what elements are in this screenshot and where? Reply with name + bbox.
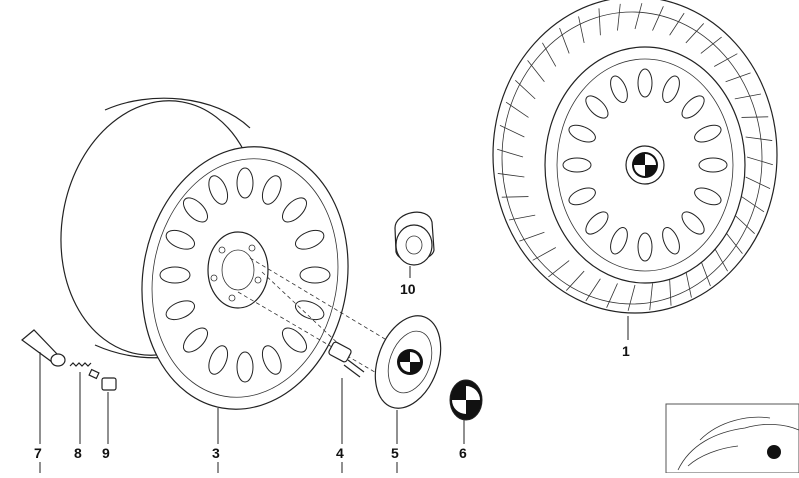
callout-8: 8 xyxy=(74,445,82,461)
tread-groove xyxy=(734,93,762,100)
tread-groove xyxy=(548,260,570,278)
spoke-hole xyxy=(585,211,609,235)
tread-groove xyxy=(606,283,618,308)
spoke-hole xyxy=(662,75,680,103)
spoke-hole xyxy=(281,197,308,223)
spoke-hole xyxy=(694,187,722,206)
spoke-hole xyxy=(568,187,596,206)
tread-groove xyxy=(559,27,570,54)
valve-stem xyxy=(21,329,66,367)
spoke-hole xyxy=(568,124,596,143)
spoke-hole xyxy=(681,95,705,119)
callout-5: 5 xyxy=(391,445,399,461)
valve-core xyxy=(69,362,100,380)
tread-groove xyxy=(532,247,556,261)
tread-groove xyxy=(713,247,728,272)
tread-groove xyxy=(497,148,524,158)
hub-cap-small xyxy=(394,211,435,266)
spoke-hole xyxy=(208,175,229,205)
spoke-hole xyxy=(585,95,609,119)
spoke-hole xyxy=(261,175,282,205)
tread-groove xyxy=(700,36,722,54)
spoke-hole xyxy=(299,266,331,284)
spoke-hole xyxy=(236,351,254,383)
tread-groove xyxy=(515,80,536,100)
spoke-hole xyxy=(610,227,628,255)
spoke-hole xyxy=(281,327,308,353)
valve-cap xyxy=(101,377,117,391)
spoke-hole xyxy=(236,167,254,199)
callout-labels: 1 3 4 5 6 7 8 9 10 xyxy=(34,281,630,461)
tread-groove xyxy=(497,173,525,178)
callout-10: 10 xyxy=(400,281,416,297)
tread-groove xyxy=(634,3,643,30)
tread-groove xyxy=(669,12,685,36)
tread-groove xyxy=(725,72,751,83)
tread-groove xyxy=(745,136,773,141)
tread-groove xyxy=(501,196,529,198)
tread-groove xyxy=(649,283,653,311)
tread-groove xyxy=(685,23,705,44)
hub-cover xyxy=(374,315,442,409)
tread-groove xyxy=(741,116,769,118)
tread-groove xyxy=(565,270,585,291)
tread-groove xyxy=(652,6,664,31)
tread-groove xyxy=(746,156,773,166)
tread-groove xyxy=(519,231,545,242)
spoke-hole xyxy=(694,124,722,143)
spoke-hole xyxy=(159,266,191,284)
tread-groove xyxy=(627,284,636,311)
tread-groove xyxy=(685,270,692,298)
spoke-hole xyxy=(698,157,728,173)
assembly-guide-lines xyxy=(237,257,396,379)
tread-groove xyxy=(725,231,743,254)
spoke-hole xyxy=(182,197,209,223)
tread-groove xyxy=(598,8,601,36)
car-thumbnail-icon xyxy=(665,403,799,474)
tread-groove xyxy=(505,101,529,118)
spoke-hole xyxy=(165,229,196,250)
spoke-hole xyxy=(294,300,325,321)
spoke-hole xyxy=(261,345,282,375)
tread-groove xyxy=(508,214,536,221)
tread-groove xyxy=(542,42,557,67)
spoke-hole xyxy=(182,327,209,353)
tread-groove xyxy=(499,124,525,138)
wheel-bolt xyxy=(328,341,365,378)
spoke-hole xyxy=(165,300,196,321)
alloy-rim xyxy=(60,97,349,410)
spoke-hole xyxy=(662,227,680,255)
tread-groove xyxy=(527,60,545,83)
spoke-hole xyxy=(294,229,325,250)
callout-1: 1 xyxy=(622,343,630,359)
callout-3: 3 xyxy=(212,445,220,461)
tread-groove xyxy=(745,176,771,190)
complete-wheel-with-tire xyxy=(492,0,778,314)
spoke-hole xyxy=(637,232,653,262)
bmw-roundel-emblem xyxy=(449,379,483,421)
tread-groove xyxy=(734,214,755,234)
callout-4: 4 xyxy=(336,445,344,461)
tread-groove xyxy=(669,278,672,306)
spoke-hole xyxy=(562,157,592,173)
spoke-hole xyxy=(681,211,705,235)
tread-groove xyxy=(714,53,738,67)
bmw-roundel-icon xyxy=(625,145,665,185)
spoke-hole xyxy=(208,345,229,375)
spoke-hole xyxy=(637,68,653,98)
tread-groove xyxy=(741,196,765,213)
callout-9: 9 xyxy=(102,445,110,461)
callout-7: 7 xyxy=(34,445,42,461)
spoke-hole xyxy=(610,75,628,103)
tread-groove xyxy=(578,16,585,44)
tread-groove xyxy=(700,260,711,287)
callout-leaders xyxy=(39,266,629,473)
tread-groove xyxy=(617,3,621,31)
tread-groove xyxy=(585,278,601,302)
callout-6: 6 xyxy=(459,445,467,461)
